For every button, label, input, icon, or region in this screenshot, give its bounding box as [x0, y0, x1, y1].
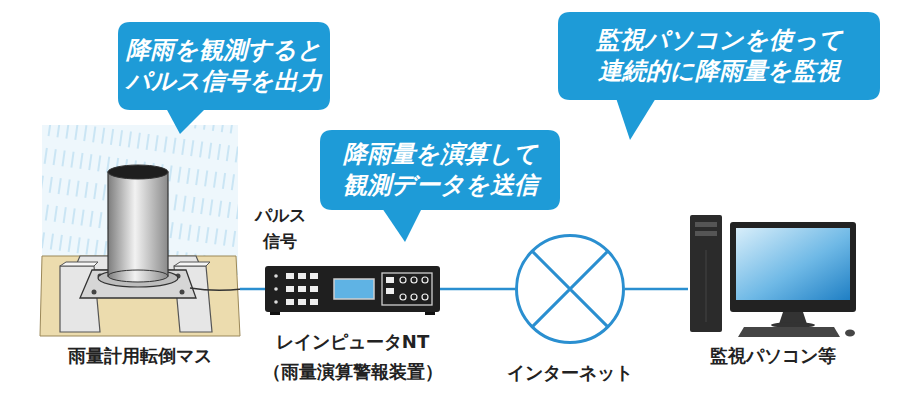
device-button [286, 299, 294, 305]
device-button [310, 299, 318, 305]
device-foot [270, 312, 280, 315]
device-led [274, 274, 278, 278]
text-area: レインピュータNT（雨量演算警報装置） [235, 326, 470, 388]
device-button [286, 273, 294, 279]
rainputer-device: レインピュータNT（雨量演算警報装置） [265, 266, 440, 312]
device-led [274, 287, 278, 291]
device-display [334, 279, 374, 299]
device-knob [400, 294, 406, 300]
device-foot [425, 312, 435, 315]
rain-streaks [42, 125, 238, 275]
gauge-cylinder-bottom [108, 270, 168, 282]
bubble-tail [166, 108, 206, 134]
node-label: インターネット [507, 358, 633, 388]
keyboard [738, 327, 840, 337]
internet-circle-outline [515, 234, 625, 344]
signal-line [240, 288, 265, 291]
network-cross [532, 251, 608, 327]
pc-tower [690, 215, 722, 332]
device-button [286, 286, 294, 292]
sky-area [42, 125, 238, 275]
device-button [386, 277, 394, 283]
signal-line [625, 288, 688, 291]
device-button [386, 288, 394, 294]
bubble-body [558, 12, 880, 100]
device-panel [382, 273, 432, 305]
gauge-cylinder [108, 172, 168, 276]
device-knob [422, 277, 428, 283]
bolt [180, 290, 185, 295]
signal-label: パルス 信号 [247, 202, 313, 255]
signal-line [440, 288, 515, 291]
text-area: 監視パソコン等 [678, 341, 868, 371]
callout-bubble: 降雨を観測すると パルス信号を出力 [118, 22, 330, 110]
callout-bubble: 降雨量を演算して 観測データを送信 [320, 130, 560, 210]
callout-bubble-outline [118, 22, 330, 110]
bubble-body [320, 130, 560, 210]
callout-bubble: 監視パソコンを使って 連続的に降雨量を監視 [558, 12, 880, 100]
node-label: （雨量演算警報装置） [263, 357, 443, 387]
text-area: 降雨量を演算して 観測データを送信 [320, 130, 560, 210]
bubble-body [118, 22, 330, 110]
concrete-block [174, 262, 210, 266]
device-button [310, 273, 318, 279]
text-area: 雨量計用転倒マス [30, 341, 250, 371]
network-circle [517, 236, 624, 343]
monitor-pc: 監視パソコン等 [688, 213, 858, 338]
callout-text: 降雨を観測すると パルス信号を出力 [124, 35, 324, 97]
device-knob [400, 277, 406, 283]
text-area: 監視パソコンを使って 連続的に降雨量を監視 [558, 12, 880, 100]
rain-gauge: 雨量計用転倒マス [40, 125, 240, 335]
callout-text: 降雨量を演算して 観測データを送信 [326, 139, 554, 201]
rainputer-device-illustration [265, 266, 440, 315]
pc-illustration [690, 215, 856, 337]
device-led [274, 300, 278, 304]
node-label: レインピュータNT [276, 327, 429, 357]
device-knob [422, 294, 428, 300]
signal-wire [190, 288, 242, 290]
text-area: 降雨を観測すると パルス信号を出力 [118, 22, 330, 110]
rain-gauge-illustration [40, 125, 242, 336]
device-body [265, 266, 440, 312]
device-button [298, 273, 306, 279]
callout-bubble-outline [558, 12, 880, 100]
pc-drive [695, 222, 717, 227]
bolt [92, 290, 97, 295]
concrete-block [174, 266, 212, 332]
base-frame [80, 270, 196, 298]
node-label: 雨量計用転倒マス [68, 341, 212, 371]
internet-circle: インターネット [515, 234, 625, 344]
bubble-tail [616, 98, 656, 140]
concrete-block [60, 262, 98, 266]
node-label: 監視パソコン等 [710, 341, 836, 371]
device-button [298, 299, 306, 305]
device-button [310, 286, 318, 292]
bubble-tail [382, 208, 422, 242]
device-knob [411, 294, 417, 300]
mouse [845, 330, 855, 337]
text-area: インターネット [485, 358, 655, 388]
device-button [298, 286, 306, 292]
gauge-opening [108, 165, 168, 179]
pc-drive [695, 231, 717, 236]
device-knob [411, 277, 417, 283]
monitor-screen [736, 228, 850, 300]
callout-text: 監視パソコンを使って 連続的に降雨量を監視 [564, 25, 874, 87]
monitor-frame [730, 222, 856, 312]
pc-tower-line [706, 250, 707, 322]
